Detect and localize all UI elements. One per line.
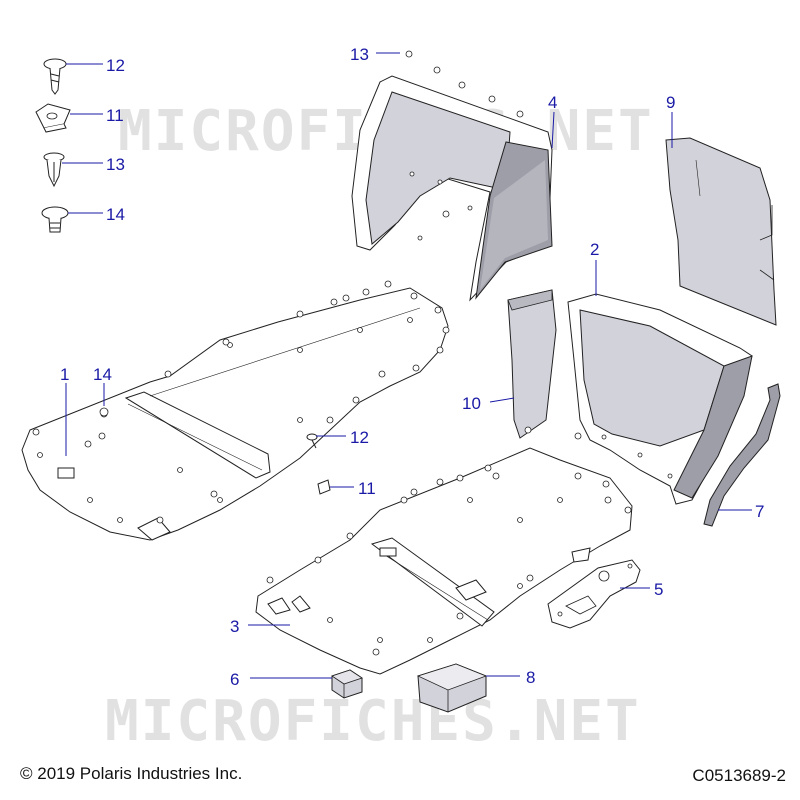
fastener-14-trim-clip-icon xyxy=(41,206,69,233)
part-8-foam-block xyxy=(416,663,488,713)
part-3-rear-floor-pan xyxy=(255,447,633,675)
watermark-bottom: MICROFICHES.NET xyxy=(105,689,641,754)
callout-11-floor: 11 xyxy=(358,479,376,498)
part-3-clips xyxy=(266,426,632,656)
callout-6: 6 xyxy=(230,670,239,689)
part-4-upper-panel xyxy=(351,75,553,302)
callout-2: 2 xyxy=(590,240,599,259)
part-7-foam-strip xyxy=(703,383,781,527)
callout-12-floor: 12 xyxy=(350,428,369,447)
callout-13-legend: 13 xyxy=(106,155,125,174)
callout-4: 4 xyxy=(548,93,557,112)
callout-3: 3 xyxy=(230,617,239,636)
callout-7: 7 xyxy=(755,502,764,521)
part-2-lower-panel xyxy=(567,293,753,505)
part-9-flat-panel xyxy=(665,137,777,326)
callout-11-legend: 11 xyxy=(106,106,124,125)
callout-13-top: 13 xyxy=(350,45,369,64)
diagram-id: C0513689-2 xyxy=(692,766,786,785)
fastener-12-loose-icon xyxy=(306,433,318,449)
part-1-front-floor-pan xyxy=(21,287,449,541)
copyright-text: © 2019 Polaris Industries Inc. xyxy=(20,764,243,783)
callout-9: 9 xyxy=(666,93,675,112)
fastener-14-loose-icon xyxy=(99,407,109,417)
callout-1: 1 xyxy=(60,365,69,384)
fastener-11-clip-nut-icon xyxy=(35,103,71,133)
part-10-side-panel xyxy=(507,289,557,439)
part-5-gasket-plate xyxy=(547,559,641,629)
callout-12-legend: 12 xyxy=(106,56,125,75)
fastener-11-loose-icon xyxy=(317,479,331,495)
part-6-block xyxy=(331,669,363,699)
fastener-13-push-rivet-icon xyxy=(43,152,65,188)
part-4-rivets xyxy=(405,50,524,218)
callout-5: 5 xyxy=(654,580,663,599)
callout-14-legend: 14 xyxy=(106,205,125,224)
callout-10: 10 xyxy=(462,394,481,413)
callout-8: 8 xyxy=(526,668,535,687)
callout-14-floor: 14 xyxy=(93,365,112,384)
fastener-12-screw-icon xyxy=(43,58,67,95)
